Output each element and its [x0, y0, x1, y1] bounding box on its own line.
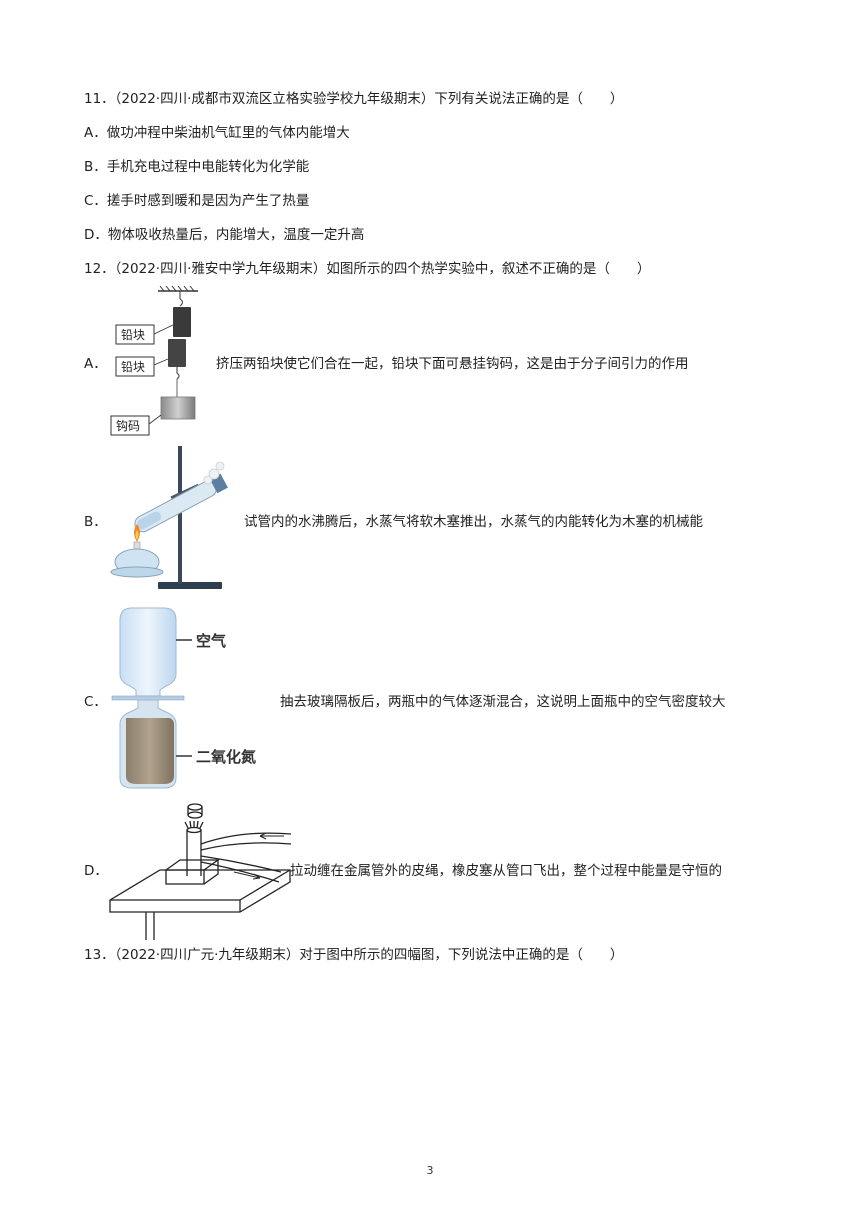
page-number: 3 [426, 1164, 434, 1177]
test-tube-steam-figure [110, 446, 228, 589]
gas-diffusion-figure: 空气 二氧化氮 [111, 607, 256, 789]
lead-block-label-1: 铅块 [121, 328, 145, 342]
lead-block-label-2: 铅块 [121, 360, 145, 374]
question-12-option-a-letter: A． [84, 356, 107, 372]
air-label: 空气 [196, 632, 226, 650]
question-12-option-d-letter: D． [84, 863, 108, 879]
question-12-option-b-letter: B． [84, 514, 107, 530]
question-12-option-d-text: 拉动缠在金属管外的皮绳，橡皮塞从管口飞出，整个过程中能量是守恒的 [290, 863, 722, 879]
question-11-option-b: B．手机充电过程中电能转化为化学能 [84, 159, 310, 175]
hook-weight-label: 钩码 [116, 419, 140, 433]
question-12-option-c-text: 抽去玻璃隔板后，两瓶中的气体逐渐混合，这说明上面瓶中的空气密度较大 [280, 694, 726, 710]
question-12-option-b-text: 试管内的水沸腾后，水蒸气将软木塞推出，水蒸气的内能转化为木塞的机械能 [244, 514, 703, 530]
question-11-option-d: D．物体吸收热量后，内能增大，温度一定升高 [84, 227, 365, 243]
question-11-option-a: A．做功冲程中柴油机气缸里的气体内能增大 [84, 125, 350, 141]
question-11-option-c: C．搓手时感到暖和是因为产生了热量 [84, 193, 310, 209]
question-12-option-c-letter: C． [84, 694, 107, 710]
lead-blocks-figure: 铅块 铅块 钩码 [110, 285, 198, 436]
question-11-stem: 11．（2022·四川·成都市双流区立格实验学校九年级期末）下列有关说法正确的是… [84, 91, 624, 107]
nitrogen-dioxide-label: 二氧化氮 [196, 748, 256, 766]
question-12-option-a-text: 挤压两铅块使它们合在一起，铅块下面可悬挂钩码，这是由于分子间引力的作用 [216, 356, 689, 372]
metal-tube-rope-figure [109, 803, 292, 940]
question-12-stem: 12．（2022·四川·雅安中学九年级期末）如图所示的四个热学实验中，叙述不正确… [84, 261, 651, 277]
question-13-stem: 13．（2022·四川广元·九年级期末）对于图中所示的四幅图，下列说法中正确的是… [84, 947, 624, 963]
